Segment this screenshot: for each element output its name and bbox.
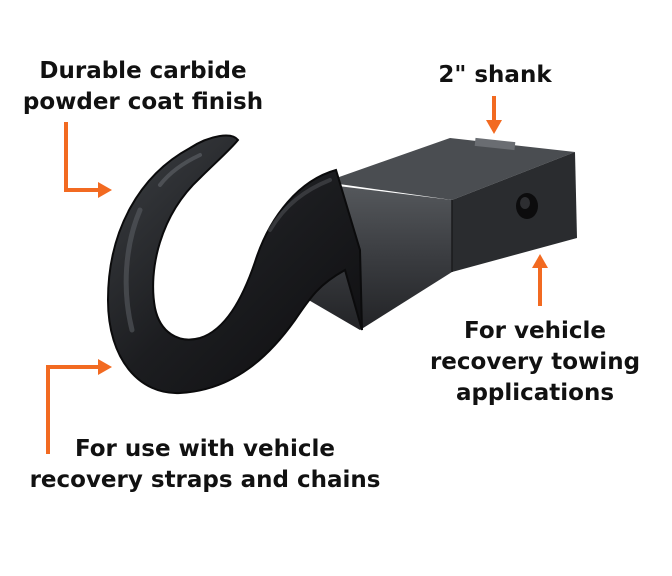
arrow-recovery — [532, 254, 548, 306]
callout-finish-line-1: Durable carbide — [39, 58, 247, 84]
shank — [300, 137, 577, 330]
callout-recovery-line-1: For vehicle — [464, 318, 606, 344]
callout-straps: For use with vehicle recovery straps and… — [20, 434, 390, 496]
hook — [106, 134, 363, 395]
callout-recovery-line-2: recovery towing — [429, 349, 641, 375]
callout-finish-line-2: powder coat finish — [22, 89, 264, 115]
callout-straps-line-2: recovery straps and chains — [29, 467, 381, 493]
callout-finish: Durable carbide powder coat finish — [18, 56, 268, 118]
callout-straps-line-1: For use with vehicle — [74, 436, 336, 462]
arrow-shank — [486, 96, 502, 134]
callout-recovery-line-3: applications — [455, 380, 615, 406]
callout-shank-line-1: 2" shank — [438, 62, 552, 88]
arrow-straps — [46, 359, 112, 454]
callout-recovery: For vehicle recovery towing applications — [425, 316, 645, 409]
arrow-finish — [64, 122, 112, 198]
shank-label — [474, 137, 516, 151]
callout-shank: 2" shank — [420, 60, 570, 91]
